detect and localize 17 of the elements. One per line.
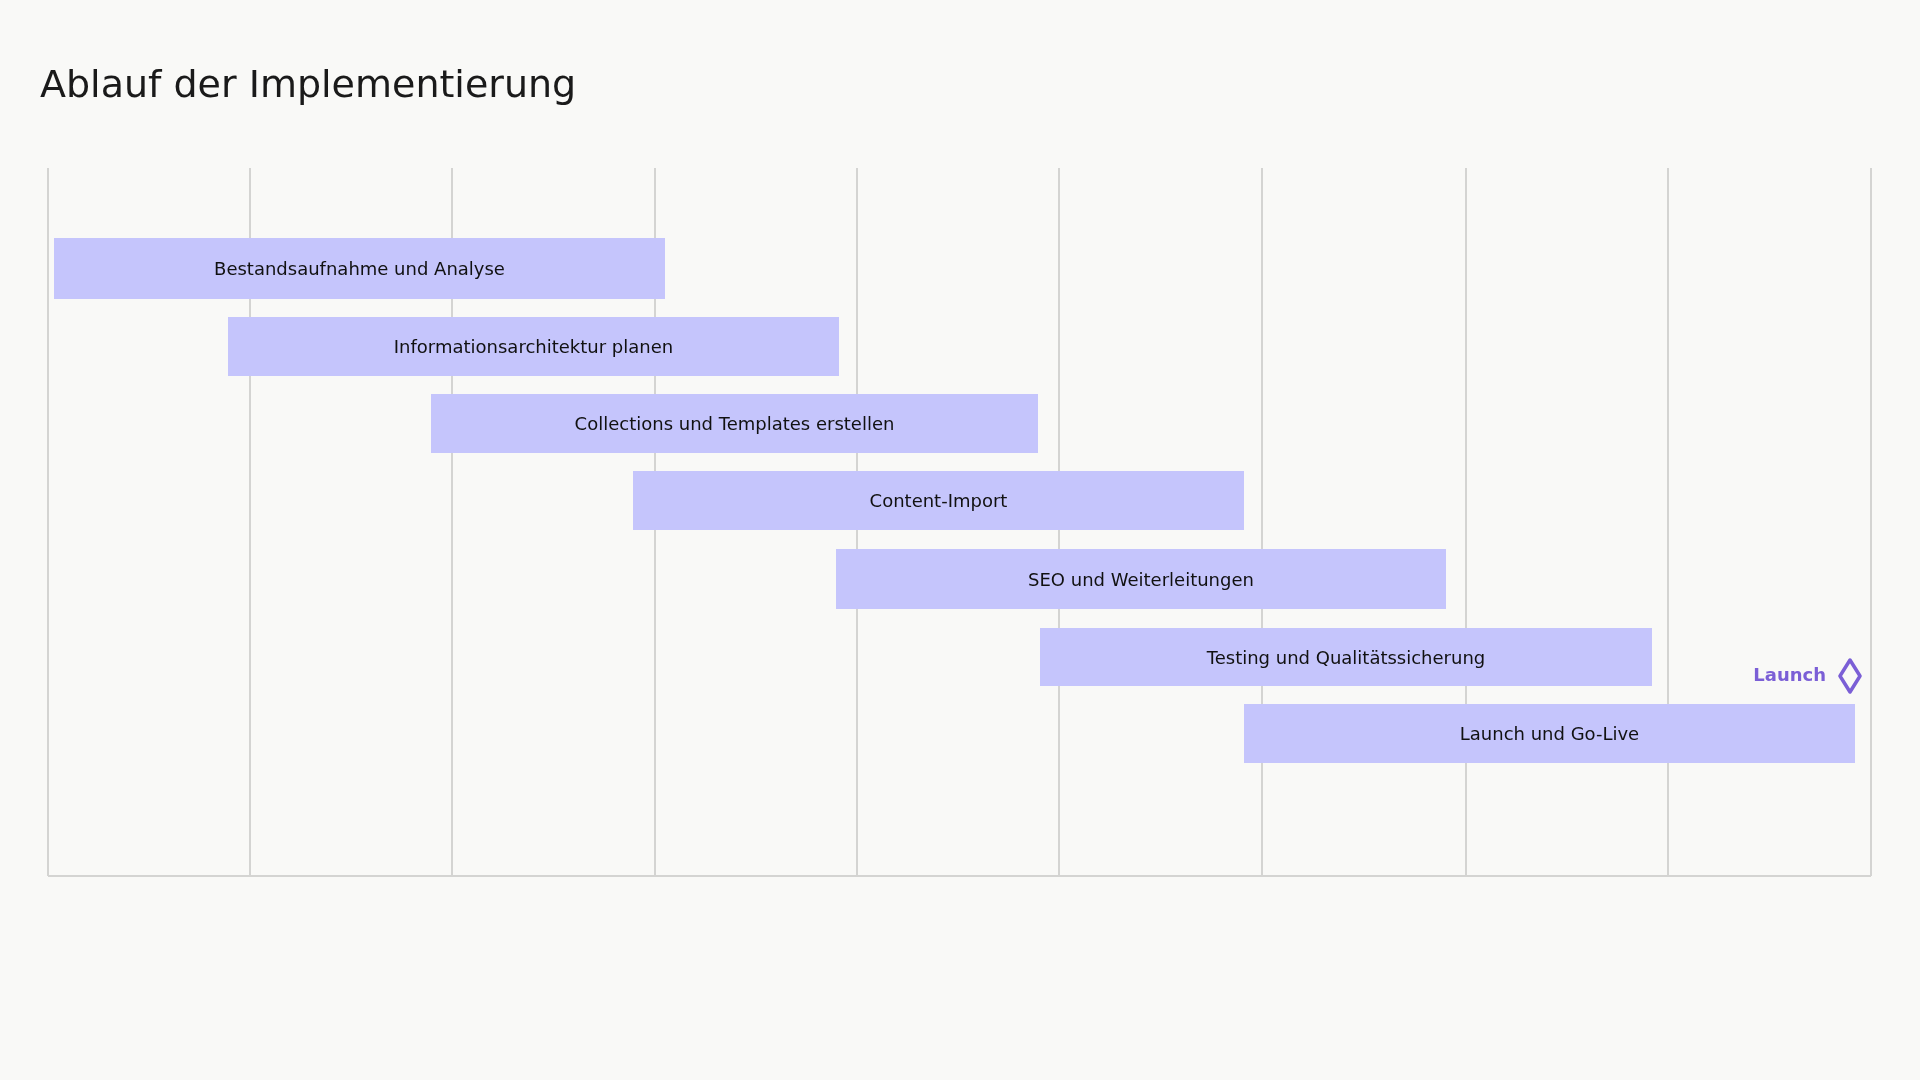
task-label: SEO und Weiterleitungen — [1028, 568, 1254, 590]
milestone-diamond — [1838, 658, 1862, 694]
task-label: Collections und Templates erstellen — [574, 413, 895, 434]
chart-title: Ablauf der Implementierung — [40, 62, 577, 106]
task-bar — [431, 394, 1038, 453]
task-label: Informationsarchitektur planen — [393, 336, 674, 357]
task-bar — [633, 471, 1244, 530]
task-label: Bestandsaufnahme und Analyse — [214, 258, 505, 279]
task-bar — [836, 549, 1446, 609]
task-label: Launch und Go-Live — [1459, 723, 1640, 744]
task-bar — [1244, 704, 1855, 763]
task-bar — [228, 317, 839, 376]
task-label: Content-Import — [869, 490, 1008, 511]
task-bar — [1040, 628, 1652, 686]
task-bar — [54, 238, 665, 299]
task-label: Testing und Qualitätssicherung — [1206, 646, 1486, 668]
milestone-label: Launch — [1753, 664, 1826, 685]
